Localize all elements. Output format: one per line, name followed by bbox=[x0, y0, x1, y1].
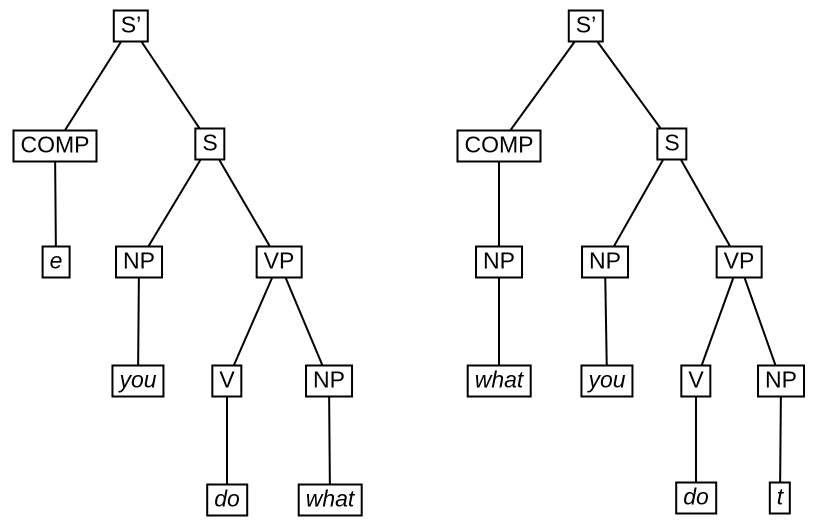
tree-edge-s-np_subj bbox=[138, 143, 211, 263]
tree-node-left-tree-d-structure-you: you bbox=[111, 364, 165, 398]
tree-edge-sbar-s bbox=[585, 25, 673, 145]
tree-node-right-tree-s-structure-vp: VP bbox=[715, 245, 763, 279]
tree-edge-s-vp bbox=[209, 143, 280, 263]
tree-edge-sbar-s bbox=[130, 25, 211, 145]
tree-node-right-tree-s-structure-you: you bbox=[580, 364, 634, 398]
tree-node-left-tree-d-structure-np_subj: NP bbox=[115, 245, 163, 279]
tree-node-right-tree-s-structure-np_subj: NP bbox=[581, 245, 629, 279]
tree-edge-vp-np_obj bbox=[738, 261, 782, 382]
tree-node-right-tree-s-structure-t: t bbox=[768, 481, 792, 515]
tree-edge-sbar-comp bbox=[498, 25, 587, 147]
tree-node-right-tree-s-structure-np_wh: NP bbox=[475, 245, 523, 279]
tree-edge-vp-v bbox=[695, 261, 740, 382]
tree-node-right-tree-s-structure-sbar: S’ bbox=[567, 9, 605, 43]
tree-node-left-tree-d-structure-do: do bbox=[206, 483, 248, 517]
tree-edge-sbar-comp bbox=[54, 25, 132, 147]
tree-node-left-tree-d-structure-comp: COMP bbox=[12, 129, 98, 163]
tree-node-right-tree-s-structure-comp: COMP bbox=[456, 129, 542, 163]
tree-node-left-tree-d-structure-s: S bbox=[194, 127, 226, 161]
tree-node-left-tree-d-structure-e_node: e bbox=[41, 245, 71, 279]
tree-node-right-tree-s-structure-do: do bbox=[675, 481, 717, 515]
tree-node-left-tree-d-structure-v: V bbox=[211, 364, 243, 398]
tree-node-right-tree-s-structure-what: what bbox=[466, 364, 532, 398]
tree-node-right-tree-s-structure-v: V bbox=[680, 364, 712, 398]
tree-node-left-tree-d-structure-what: what bbox=[297, 483, 363, 517]
tree-edge-np_obj-t bbox=[779, 380, 782, 499]
tree-edge-s-np_subj bbox=[604, 143, 673, 263]
tree-edge-vp-v bbox=[226, 261, 280, 382]
tree-edge-comp-e_node bbox=[54, 145, 57, 263]
tree-edge-s-vp bbox=[671, 143, 740, 263]
tree-node-right-tree-s-structure-s: S bbox=[656, 127, 688, 161]
tree-edge-np_subj-you bbox=[604, 261, 608, 382]
tree-node-right-tree-s-structure-np_obj: NP bbox=[757, 364, 805, 398]
tree-edge-np_subj-you bbox=[137, 261, 140, 382]
tree-node-left-tree-d-structure-np_obj: NP bbox=[305, 364, 353, 398]
tree-edge-vp-np_obj bbox=[278, 261, 330, 382]
tree-node-left-tree-d-structure-vp: VP bbox=[255, 245, 303, 279]
tree-node-left-tree-d-structure-sbar: S’ bbox=[112, 9, 150, 43]
tree-edge-np_obj-what bbox=[328, 380, 331, 501]
